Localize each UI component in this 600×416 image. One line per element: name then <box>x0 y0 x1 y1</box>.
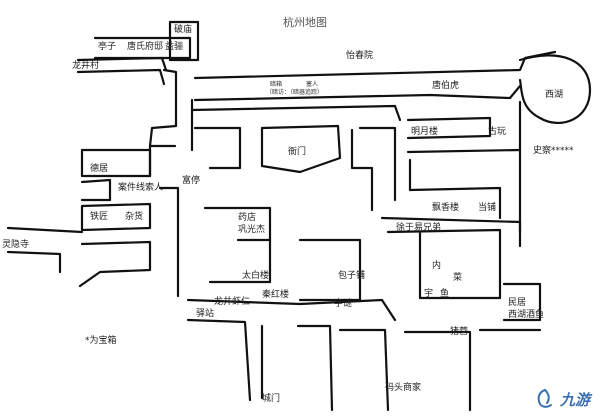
road-line <box>406 116 492 140</box>
road-line <box>406 148 522 154</box>
road-line <box>80 202 152 232</box>
broken-temple-label[interactable]: 破庙 <box>174 25 193 35</box>
road-line <box>76 56 168 72</box>
blacksmith-label[interactable]: 铁匠 <box>90 212 109 222</box>
road-line <box>193 50 557 80</box>
pavilion-label[interactable]: 亭子 <box>98 42 117 52</box>
road-line <box>80 148 152 178</box>
dengyang-label[interactable]: 益骊 <box>165 42 184 52</box>
watermark-text: 九游 <box>559 390 590 409</box>
watermark: 九游 <box>534 388 590 410</box>
west-lake-outline <box>518 54 592 125</box>
road-line <box>380 216 522 248</box>
road-line <box>148 144 177 178</box>
case-threads-label[interactable]: 案件线索人 <box>118 183 164 193</box>
xu-brothers-label[interactable]: 徐于易兄弟 <box>396 223 442 233</box>
city-gate-label[interactable]: 城门 <box>262 394 281 404</box>
yamen-label[interactable]: 衙门 <box>288 147 307 157</box>
note-left-label: 暗箱 <box>270 81 283 88</box>
road-line <box>350 128 374 212</box>
road-line <box>76 68 166 86</box>
dock-merchant-label[interactable]: 码头商家 <box>385 383 422 393</box>
road-line <box>80 178 112 202</box>
road-line <box>162 68 178 112</box>
map-title: 杭州地图 <box>283 16 327 29</box>
post-station-label[interactable]: 驿站 <box>196 309 215 319</box>
fuchen-label[interactable]: 富停 <box>182 176 201 186</box>
tang-bohu-label[interactable]: 唐伯虎 <box>432 81 460 91</box>
tang-residence-label[interactable]: 唐氏府邸 <box>127 42 164 52</box>
road-line <box>203 206 272 284</box>
road-line <box>502 282 542 322</box>
longjing-jiaren-label[interactable]: 龙井虾仁 <box>214 297 251 307</box>
west-lake-label[interactable]: 西湖 <box>545 90 564 100</box>
road-line <box>158 186 180 298</box>
road-line <box>386 228 502 300</box>
note-sub-label: （暗访：（暗器追踪） <box>266 89 324 96</box>
fish-char-1-label: 宇 <box>424 289 434 299</box>
road-line <box>358 126 397 202</box>
history-dots-label: 史察***** <box>533 146 574 156</box>
zi-jian-label[interactable]: 字谜 <box>334 299 353 309</box>
road-line <box>338 328 390 412</box>
road-line <box>403 330 472 412</box>
longjing-village-label[interactable]: 龙井村 <box>72 61 100 71</box>
mingyue-tower-label[interactable]: 明月楼 <box>411 127 439 137</box>
road-line <box>193 126 242 170</box>
road-line <box>186 298 397 322</box>
road-line <box>78 240 152 288</box>
treasure-box-note-label: *为宝箱 <box>85 336 117 346</box>
road-line <box>190 104 402 122</box>
road-line <box>148 108 178 148</box>
grocery-label[interactable]: 杂货 <box>125 212 144 222</box>
road-line <box>408 158 502 220</box>
note-mid-label: 塞人 <box>306 81 319 88</box>
pawn-shop-label[interactable]: 当铺 <box>478 203 497 213</box>
fish-char-2-label: 鱼 <box>440 289 450 299</box>
linyin-temple-label[interactable]: 灵隐寺 <box>2 240 30 250</box>
antique-shop-label[interactable]: 古玩 <box>488 127 507 137</box>
jiuyou-logo-icon <box>537 389 552 408</box>
powder-shop-label[interactable]: 飘香楼 <box>432 203 460 213</box>
inner-lane-label: 内 <box>432 261 442 271</box>
road-line <box>298 238 362 302</box>
taibai-tower-label[interactable]: 太白楼 <box>242 271 270 281</box>
yichun-courtyard-label[interactable]: 怡春院 <box>346 51 374 61</box>
baozi-shop-label[interactable]: 包子铺 <box>338 271 366 281</box>
road-line <box>168 20 200 62</box>
road-line <box>260 124 342 174</box>
pig-market-label[interactable]: 猪营 <box>450 327 469 337</box>
road-line <box>296 324 334 412</box>
minguo-label[interactable]: 民居 西湖酒鱼 <box>508 298 545 320</box>
qin-mansion-label[interactable]: 秦红楼 <box>262 290 290 300</box>
road-line <box>6 250 62 274</box>
drug-store-label[interactable]: 药店 巩光杰 <box>238 213 266 235</box>
deli-label[interactable]: 德居 <box>90 164 109 174</box>
lane-char-label: 菜 <box>453 273 463 283</box>
road-line <box>186 318 252 402</box>
road-line <box>193 84 522 102</box>
road-line <box>6 226 84 234</box>
